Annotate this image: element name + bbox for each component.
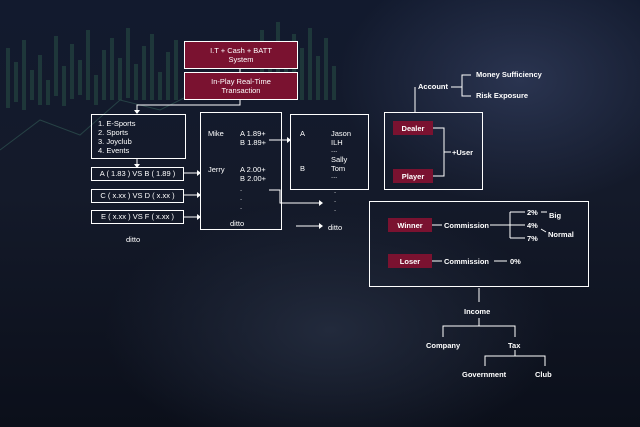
player-jerry-odds-a: A 2.00+ xyxy=(240,165,266,174)
money-sufficiency-label: Money Sufficiency xyxy=(476,70,542,79)
names-ditto: ditto xyxy=(328,223,343,232)
account-box xyxy=(384,112,483,190)
commission-box xyxy=(369,201,589,287)
inplay-box: In-Play Real-Time Transaction xyxy=(184,72,298,100)
rate-7: 7% xyxy=(527,234,538,243)
category-item: 4. Events xyxy=(98,146,130,155)
name-ilh: ILH xyxy=(331,138,343,147)
inplay-line-2: Transaction xyxy=(221,86,261,95)
category-item: 1. E-Sports xyxy=(98,119,136,128)
match-row: C ( x.xx ) VS D ( x.xx ) xyxy=(91,189,184,203)
winner-commission-label: Commission xyxy=(444,221,490,230)
name-ellipsis: ... xyxy=(331,171,338,180)
user-label: +User xyxy=(452,148,474,157)
player-mike: Mike xyxy=(208,129,224,138)
player-mike-odds-a: A 1.89+ xyxy=(240,129,266,138)
players-dot: . xyxy=(240,193,243,202)
players-ditto: ditto xyxy=(230,219,245,228)
name-letter-b: B xyxy=(300,164,306,173)
company-label: Company xyxy=(426,341,461,350)
risk-exposure-label: Risk Exposure xyxy=(476,91,529,100)
system-line-2: System xyxy=(228,55,254,64)
player-box: Player xyxy=(393,169,433,183)
players-box xyxy=(200,112,282,230)
name-tom: Tom xyxy=(331,164,346,173)
players-dot: . xyxy=(240,184,243,193)
name-ellipsis: ... xyxy=(331,145,338,154)
winner-box: Winner xyxy=(388,218,432,232)
tax-label: Tax xyxy=(508,341,521,350)
category-item: 3. Joyclub xyxy=(98,137,132,146)
rate-0: 0% xyxy=(510,257,521,266)
match-row: E ( x.xx ) VS F ( x.xx ) xyxy=(91,210,184,224)
name-sally: Sally xyxy=(331,155,348,164)
player-jerry: Jerry xyxy=(208,165,225,174)
inplay-line-1: In-Play Real-Time xyxy=(211,77,271,86)
ditto-label: ditto xyxy=(126,235,141,244)
names-dot: . xyxy=(334,195,337,204)
names-box xyxy=(290,114,369,190)
name-jason: Jason xyxy=(331,129,352,138)
names-dot: . xyxy=(334,186,337,195)
name-letter-a: A xyxy=(300,129,306,138)
tier-big: Big xyxy=(549,211,562,220)
dealer-box: Dealer xyxy=(393,121,433,135)
names-dot: . xyxy=(334,204,337,213)
match-row: A ( 1.83 ) VS B ( 1.89 ) xyxy=(91,167,184,181)
account-label: Account xyxy=(418,82,448,91)
rate-4: 4% xyxy=(527,221,538,230)
government-label: Government xyxy=(462,370,507,379)
income-label: Income xyxy=(464,307,491,316)
club-label: Club xyxy=(535,370,552,379)
loser-commission-label: Commission xyxy=(444,257,490,266)
rate-2: 2% xyxy=(527,208,538,217)
tier-normal: Normal xyxy=(548,230,574,239)
loser-box: Loser xyxy=(388,254,432,268)
player-jerry-odds-b: B 2.00+ xyxy=(240,174,267,183)
category-list-box: 1. E-Sports 2. Sports 3. Joyclub 4. Even… xyxy=(91,114,186,159)
player-mike-odds-b: B 1.89+ xyxy=(240,138,267,147)
system-line-1: I.T + Cash + BATT xyxy=(210,46,272,55)
category-item: 2. Sports xyxy=(98,128,129,137)
system-box: I.T + Cash + BATT System xyxy=(184,41,298,69)
players-dot: . xyxy=(240,202,243,211)
